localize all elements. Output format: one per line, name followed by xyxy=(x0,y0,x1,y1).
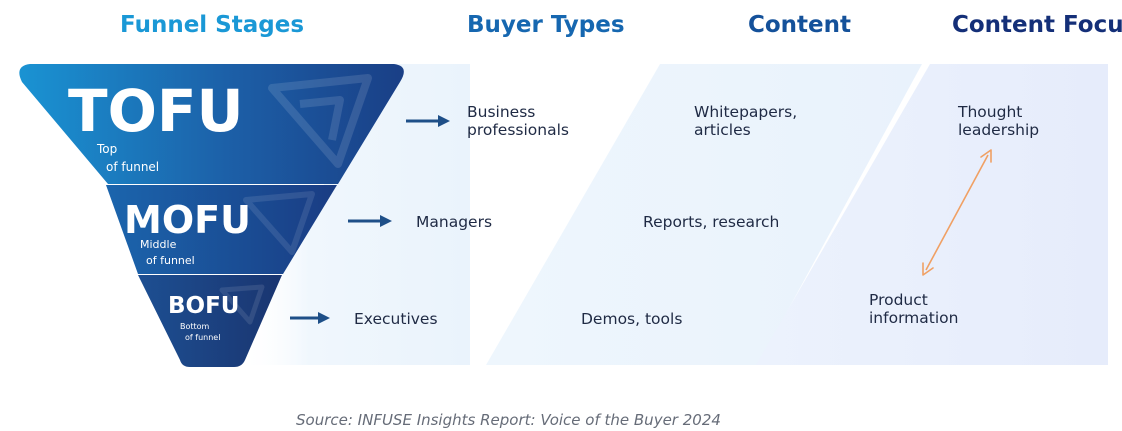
content-tofu-line2: articles xyxy=(694,121,751,139)
focus-thought-leadership: Thought leadership xyxy=(958,103,1039,139)
mofu-sub2: of funnel xyxy=(146,254,195,267)
mofu-sub1: Middle xyxy=(140,238,177,251)
focus-bottom-line1: Product xyxy=(869,291,928,309)
tofu-watermark xyxy=(268,74,372,168)
bofu-segment xyxy=(138,275,282,367)
focus-band xyxy=(756,64,1108,365)
bofu-label: BOFU xyxy=(168,293,239,319)
focus-top-line2: leadership xyxy=(958,121,1040,139)
focus-top-line1: Thought xyxy=(958,103,1023,121)
focus-double-arrow-icon xyxy=(922,149,992,276)
tofu-label: TOFU xyxy=(68,77,244,145)
mofu-watermark xyxy=(243,191,315,255)
content-bofu: Demos, tools xyxy=(581,310,683,328)
content-tofu-line1: Whitepapers, xyxy=(694,103,798,121)
bofu-sub1: Bottom xyxy=(180,322,210,331)
bofu-watermark xyxy=(219,284,265,325)
tofu-sub1: Top xyxy=(96,142,117,156)
buyer-tofu-line2: professionals xyxy=(467,121,569,139)
tofu-arrow-icon xyxy=(406,115,450,127)
bofu-sub2: of funnel xyxy=(185,333,220,342)
header-content: Content xyxy=(748,12,852,38)
content-mofu: Reports, research xyxy=(643,213,780,231)
content-tofu: Whitepapers, articles xyxy=(694,103,797,139)
tofu-segment xyxy=(19,64,404,184)
buyer-mofu: Managers xyxy=(416,213,493,231)
header-funnel-stages: Funnel Stages xyxy=(120,12,305,38)
header-content-focus: Content Focus xyxy=(952,12,1122,38)
tofu-sub2: of funnel xyxy=(106,160,159,174)
mofu-arrow-icon xyxy=(348,215,392,227)
buyer-band xyxy=(240,64,470,365)
buyer-tofu: Business professionals xyxy=(467,103,569,139)
buyer-tofu-line1: Business xyxy=(467,103,536,121)
source-citation: Source: INFUSE Insights Report: Voice of… xyxy=(296,411,721,429)
focus-bottom-line2: information xyxy=(869,309,959,327)
mofu-label: MOFU xyxy=(124,198,251,242)
buyer-bofu: Executives xyxy=(354,310,438,328)
mofu-segment xyxy=(106,185,337,274)
header-buyer-types: Buyer Types xyxy=(467,12,625,38)
content-band xyxy=(486,64,922,365)
bofu-arrow-icon xyxy=(290,312,330,324)
focus-product-information: Product information xyxy=(869,291,958,327)
